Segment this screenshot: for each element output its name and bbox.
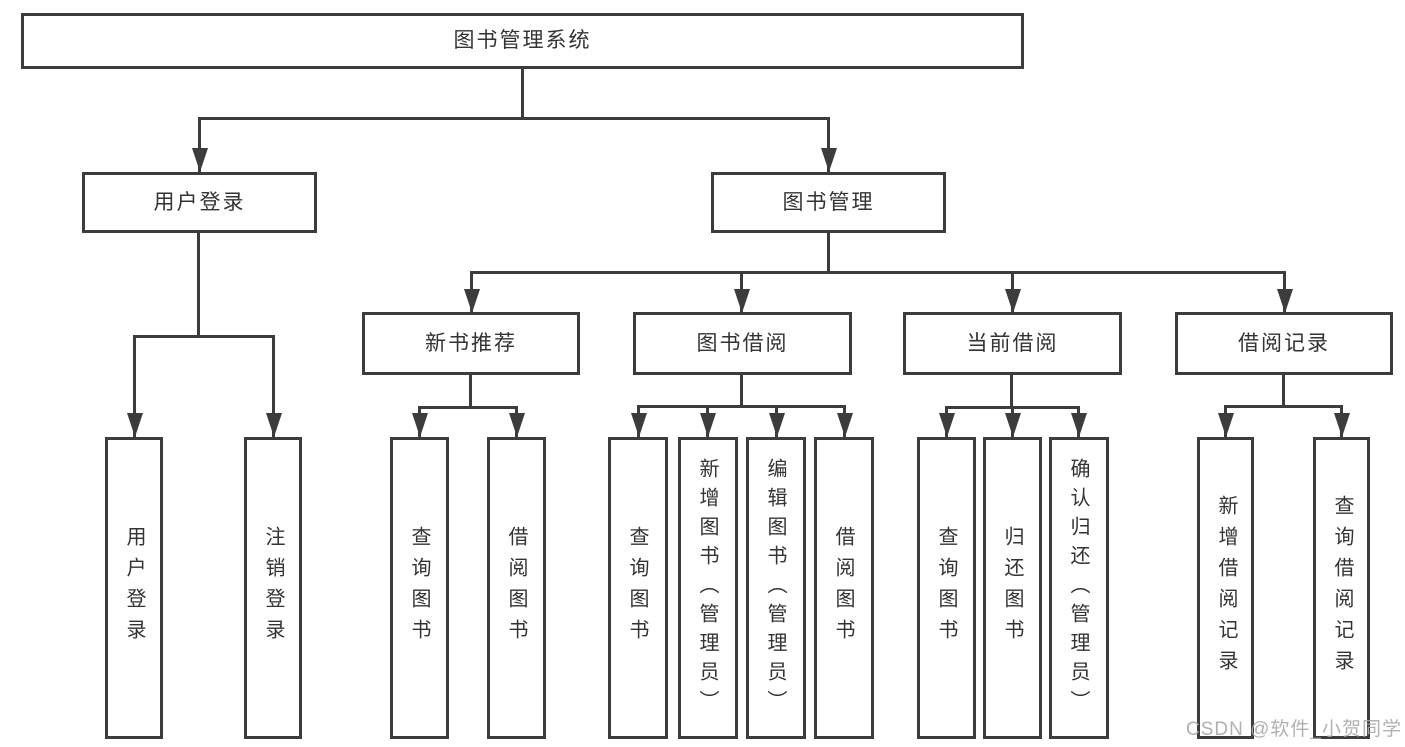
- node-book-borrow: 图书借阅: [633, 312, 852, 375]
- arrow-down-to-add-borrow-record: [1217, 407, 1234, 437]
- leaf-add-book-admin: 新增图书（管理员）: [678, 437, 738, 739]
- arrow-down-to-confirm-return: [1070, 408, 1087, 437]
- connector-root-stub: [521, 69, 524, 120]
- connector-book-management-stub: [827, 233, 830, 273]
- connector-current-borrow-stub: [1010, 375, 1013, 408]
- node-user-login: 用户登录: [82, 172, 317, 233]
- connector-user-login-stub: [197, 233, 200, 337]
- arrow-down-to-query-borrow-record: [1333, 407, 1350, 437]
- leaf-confirm-return-admin: 确认归还（管理员）: [1049, 437, 1109, 739]
- arrow-down-to-leaf-logout: [265, 337, 282, 437]
- connector-borrow-record-stub: [1282, 375, 1285, 407]
- arrow-down-to-current-borrow: [1004, 273, 1021, 313]
- arrow-down-to-query-book-2: [630, 407, 647, 437]
- watermark: CSDN @软件_小贺同学: [1186, 719, 1402, 740]
- leaf-borrow-book-recommend: 借阅图书: [487, 437, 546, 739]
- leaf-query-book-recommend: 查询图书: [390, 437, 449, 739]
- connector-borrow-record-branch: [1224, 405, 1343, 408]
- node-new-book-recommend: 新书推荐: [362, 312, 580, 375]
- node-library-system: 图书管理系统: [21, 13, 1024, 69]
- arrow-down-to-query-book-3: [938, 408, 955, 437]
- connector-new-book-stub: [469, 375, 472, 408]
- arrow-down-to-new-book-recommend: [463, 273, 480, 313]
- node-book-management: 图书管理: [711, 172, 946, 233]
- arrow-down-to-borrow-book-2: [836, 407, 853, 437]
- node-borrow-record: 借阅记录: [1175, 312, 1393, 375]
- leaf-borrow-book: 借阅图书: [814, 437, 874, 739]
- leaf-query-book-borrow: 查询图书: [608, 437, 668, 739]
- arrow-down-to-add-book: [699, 407, 716, 437]
- node-current-borrow: 当前借阅: [903, 312, 1122, 375]
- arrow-down-to-book-borrow: [733, 273, 750, 313]
- leaf-return-book: 归还图书: [983, 437, 1042, 739]
- connector-user-login-branch: [133, 335, 275, 338]
- leaf-query-book-current: 查询图书: [917, 437, 976, 739]
- connector-level3-branch: [470, 271, 1286, 274]
- arrow-down-to-return-book: [1004, 408, 1021, 437]
- connector-level2-branch: [198, 117, 830, 120]
- leaf-query-borrow-record: 查询借阅记录: [1313, 437, 1370, 739]
- arrow-down-to-query-book-1: [411, 408, 428, 437]
- arrow-down-to-borrow-book-1: [508, 408, 525, 437]
- connector-book-borrow-stub: [740, 375, 743, 407]
- leaf-user-login: 用户登录: [105, 437, 163, 739]
- arrow-down-to-borrow-record: [1276, 273, 1293, 313]
- connector-book-borrow-branch: [637, 405, 846, 408]
- arrow-down-to-user-login: [191, 119, 208, 172]
- arrow-down-to-edit-book: [768, 407, 785, 437]
- connector-current-borrow-branch: [945, 406, 1080, 409]
- leaf-add-borrow-record: 新增借阅记录: [1197, 437, 1254, 739]
- leaf-logout-login: 注销登录: [244, 437, 302, 739]
- arrow-down-to-book-management: [820, 119, 837, 172]
- leaf-edit-book-admin: 编辑图书（管理员）: [746, 437, 806, 739]
- arrow-down-to-leaf-user-login: [126, 337, 143, 437]
- connector-new-book-branch: [418, 406, 518, 409]
